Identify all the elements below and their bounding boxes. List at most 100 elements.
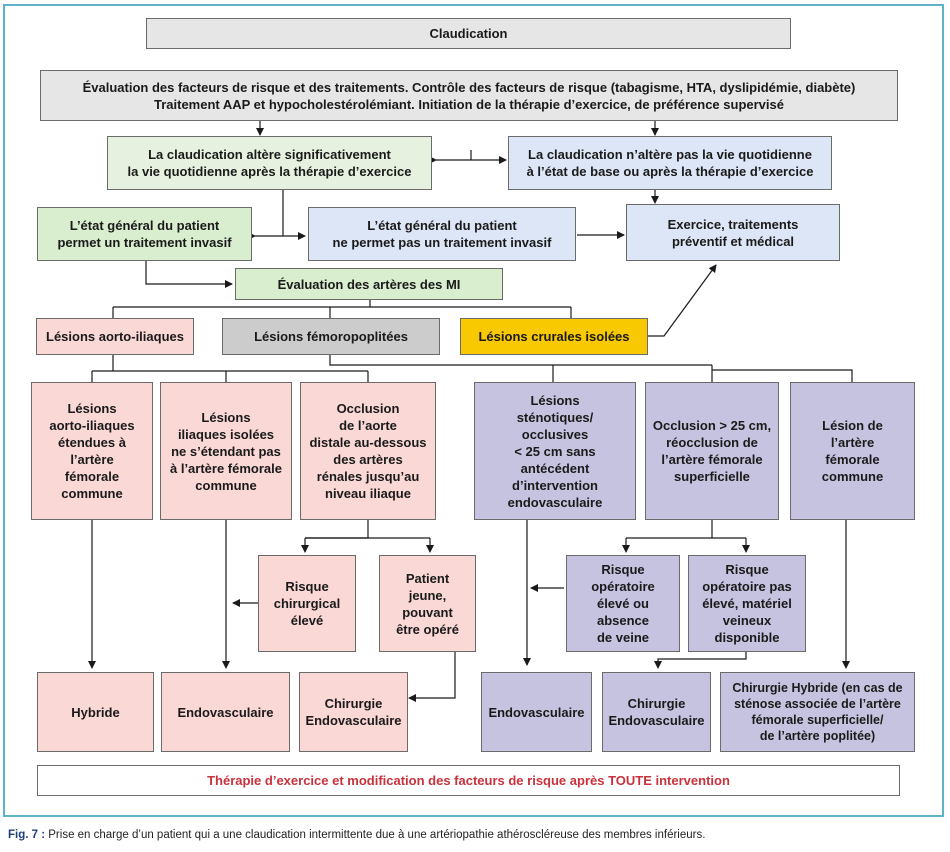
arrow-invasive-ok-to-eval (145, 261, 233, 288)
endovascular-label-1: Endovasculaire (177, 704, 274, 720)
hybrid-box: Hybride (37, 672, 154, 752)
aorto-extended-line: aorto-iliaques (49, 418, 135, 433)
exercise-line: Exercice, traitements (667, 216, 799, 232)
caption-label: Fig. 7 : (8, 829, 46, 841)
op-risk-low-line: élevé, matériel (702, 596, 792, 611)
iliac-isolated-line: à l’artère fémorale (169, 460, 282, 476)
stenotic-box: Lésions sténotiques/ occlusives < 25 cm … (474, 382, 636, 520)
alters-line: La claudication altère significativement (148, 147, 391, 162)
eval-arteries-label: Évaluation des artères des MI (277, 276, 461, 292)
surgical-risk-line: Risque (285, 579, 329, 594)
hybrid-label: Hybride (71, 704, 120, 720)
invasive-no-line: ne permet pas un traitement invasif (332, 235, 552, 250)
aorto-extended-line: l’artère (70, 452, 114, 467)
invasive-ok-box: L’état général du patient permet un trai… (37, 207, 252, 261)
line-femoro-b3 (712, 369, 853, 382)
chir-endo-box-1: Chirurgie Endovasculaire (299, 672, 408, 752)
invasive-ok-line: L’état général du patient (69, 218, 220, 233)
endovascular-box-1: Endovasculaire (161, 672, 290, 752)
occlusion-25-line: Occlusion > 25 cm, (652, 418, 772, 433)
stenotic-line: Lésions (530, 392, 580, 408)
op-risk-low-line: opératoire pas (702, 579, 792, 594)
stenotic-line: < 25 cm sans (514, 443, 596, 459)
invasive-ok-line: permet un traitement invasif (57, 235, 232, 250)
young-patient-line: être opéré (396, 621, 459, 637)
aorta-occlusion-line: rénales jusqu’au (316, 469, 420, 484)
chir-hybrid-line: fémorale superficielle/ (751, 713, 884, 727)
not-alters-line: à l’état de base ou après la thérapie d’… (526, 164, 814, 179)
aorta-occlusion-line: distale au-dessous (309, 435, 427, 450)
stenotic-line: d’intervention (512, 477, 598, 493)
aorta-occlusion-box: Occlusion de l’aorte distale au-dessous … (300, 382, 436, 520)
arrow-crural-to-exercise (648, 264, 717, 337)
aorto-iliac-label: Lésions aorto-iliaques (46, 329, 184, 344)
invasive-no-box: L’état général du patient ne permet pas … (308, 207, 576, 261)
occlusion-25-line: superficielle (674, 469, 750, 484)
op-risk-low-line: veineux (722, 613, 772, 628)
stenotic-line: endovasculaire (507, 494, 603, 510)
chir-hybrid-box: Chirurgie Hybride (en cas de sténose ass… (720, 672, 915, 752)
occlusion-25-line: réocclusion de (666, 435, 758, 450)
chir-endo-line-2: Chirurgie (627, 696, 686, 711)
eval-arteries-box: Évaluation des artères des MI (235, 268, 503, 300)
occlusion-25-box: Occlusion > 25 cm, réocclusion de l’artè… (645, 382, 779, 520)
endovascular-box-2: Endovasculaire (481, 672, 592, 752)
op-risk-high-box: Risque opératoire élevé ou absence de ve… (566, 555, 680, 652)
aorto-iliac-box: Lésions aorto-iliaques (36, 318, 194, 355)
exercise-line: préventif et médical (671, 233, 795, 249)
evaluation-line: Évaluation des facteurs de risque et des… (82, 79, 856, 95)
claudication-label: Claudication (429, 26, 508, 41)
aorto-extended-box: Lésions aorto-iliaques étendues à l’artè… (31, 382, 153, 520)
not-alters-line: La claudication n’altère pas la vie quot… (528, 147, 812, 162)
not-alters-box: La claudication n’altère pas la vie quot… (508, 136, 832, 190)
invasive-no-line: L’état général du patient (367, 218, 517, 233)
crural-box: Lésions crurales isolées (460, 318, 648, 355)
op-risk-low-line: disponible (714, 630, 780, 645)
evaluation-box: Évaluation des facteurs de risque et des… (40, 70, 898, 121)
surgical-risk-line: élevé (290, 613, 324, 628)
common-femoral-line: Lésion de (822, 418, 883, 433)
chir-hybrid-line: de l’artère poplitée) (759, 729, 876, 743)
final-note-label: Thérapie d’exercice et modification des … (207, 773, 730, 788)
young-patient-box: Patient jeune, pouvant être opéré (379, 555, 476, 652)
op-risk-high-line: absence (596, 613, 650, 628)
figure-caption: Fig. 7 : Prise en charge d’un patient qu… (8, 829, 705, 841)
op-risk-high-line: élevé ou (596, 596, 649, 611)
common-femoral-line: fémorale (825, 452, 880, 467)
op-risk-low-box: Risque opératoire pas élevé, matériel ve… (688, 555, 806, 652)
common-femoral-box: Lésion de l’artère fémorale commune (790, 382, 915, 520)
arrow-young-to-chir (408, 652, 456, 702)
surgical-risk-line: chirurgical (273, 596, 341, 611)
surgical-risk-box: Risque chirurgical élevé (258, 555, 356, 652)
caption-text: Prise en charge d’un patient qui a une c… (45, 829, 706, 841)
femoropopliteal-box: Lésions fémoropoplitées (222, 318, 440, 355)
evaluation-line: Traitement AAP et hypocholestérolémiant.… (153, 96, 784, 112)
iliac-isolated-line: ne s’étendant pas (171, 443, 281, 459)
young-patient-line: jeune, (408, 587, 447, 603)
arrow-oplow-to-chir (654, 652, 747, 669)
final-note-box: Thérapie d’exercice et modification des … (37, 765, 900, 796)
claudication-box: Claudication (146, 18, 791, 49)
chir-endo-box-2: Chirurgie Endovasculaire (602, 672, 711, 752)
crural-label: Lésions crurales isolées (478, 329, 630, 344)
aorto-extended-line: fémorale (64, 469, 120, 484)
common-femoral-line: l’artère (830, 435, 875, 450)
alters-box: La claudication altère significativement… (107, 136, 432, 190)
iliac-isolated-line: Lésions (201, 409, 251, 425)
occlusion-25-line: l’artère fémorale (661, 452, 763, 467)
aorta-occlusion-line: Occlusion (336, 401, 400, 416)
chir-hybrid-line: Chirurgie Hybride (en cas de (732, 681, 903, 695)
aorto-extended-line: commune (61, 486, 123, 501)
chir-endo-line-1: Chirurgie (324, 696, 383, 711)
iliac-isolated-box: Lésions iliaques isolées ne s’étendant p… (160, 382, 292, 520)
aorto-extended-line: étendues à (58, 435, 126, 450)
alters-line: la vie quotidienne après la thérapie d’e… (127, 164, 412, 179)
endovascular-label-2: Endovasculaire (488, 704, 585, 720)
stenotic-line: antécédent (520, 460, 590, 476)
aorta-occlusion-line: de l’aorte (339, 418, 397, 433)
chir-endo-line-1: Endovasculaire (305, 713, 402, 728)
chir-endo-line-2: Endovasculaire (608, 713, 705, 728)
chir-hybrid-line: sténose associée de l’artère (734, 697, 901, 711)
common-femoral-line: commune (821, 469, 884, 484)
